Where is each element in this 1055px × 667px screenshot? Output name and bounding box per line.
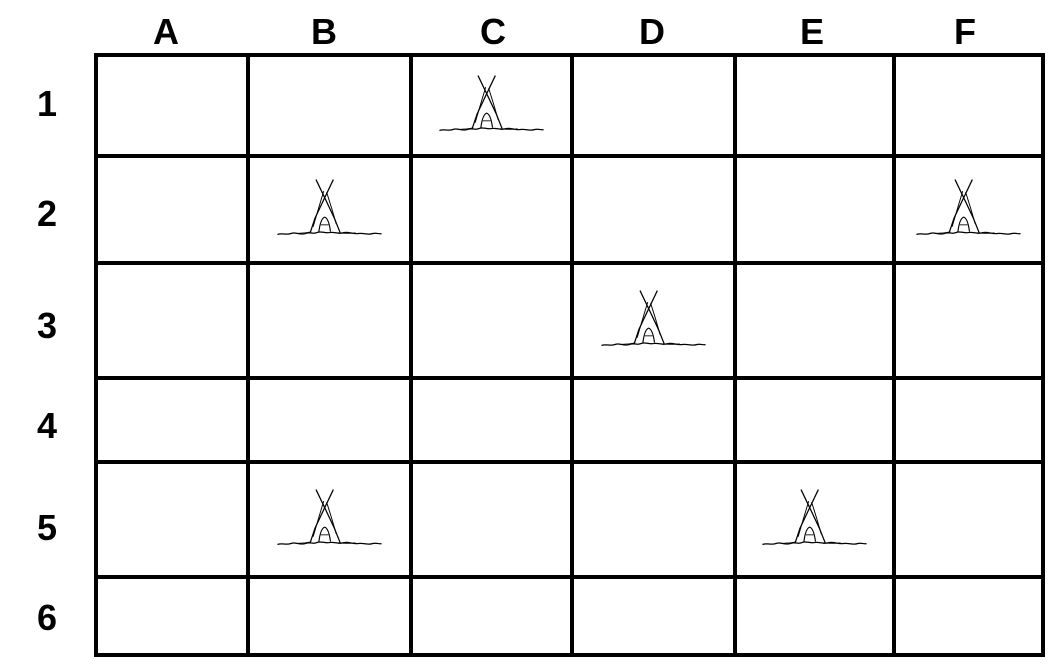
- tents-layer: [276, 74, 1022, 546]
- row-label-1: 1: [36, 83, 58, 124]
- column-label-c: C: [480, 11, 506, 52]
- row-label-4: 4: [36, 405, 58, 446]
- row-label-2: 2: [36, 193, 58, 234]
- tent-icon-d3: [600, 289, 707, 347]
- tent-icon-b2: [276, 178, 383, 236]
- row-label-6: 6: [36, 597, 58, 638]
- column-label-a: A: [153, 11, 179, 52]
- tent-icon-e5: [761, 488, 868, 546]
- grid-lines: [94, 53, 1045, 657]
- tent-icon-f2: [915, 178, 1022, 236]
- tent-icon-b5: [276, 488, 383, 546]
- column-label-f: F: [954, 11, 976, 52]
- column-label-b: B: [311, 11, 337, 52]
- column-label-e: E: [799, 11, 824, 52]
- column-label-d: D: [639, 11, 665, 52]
- tent-icon-c1: [438, 74, 545, 132]
- row-label-3: 3: [36, 305, 58, 346]
- row-label-5: 5: [36, 507, 58, 548]
